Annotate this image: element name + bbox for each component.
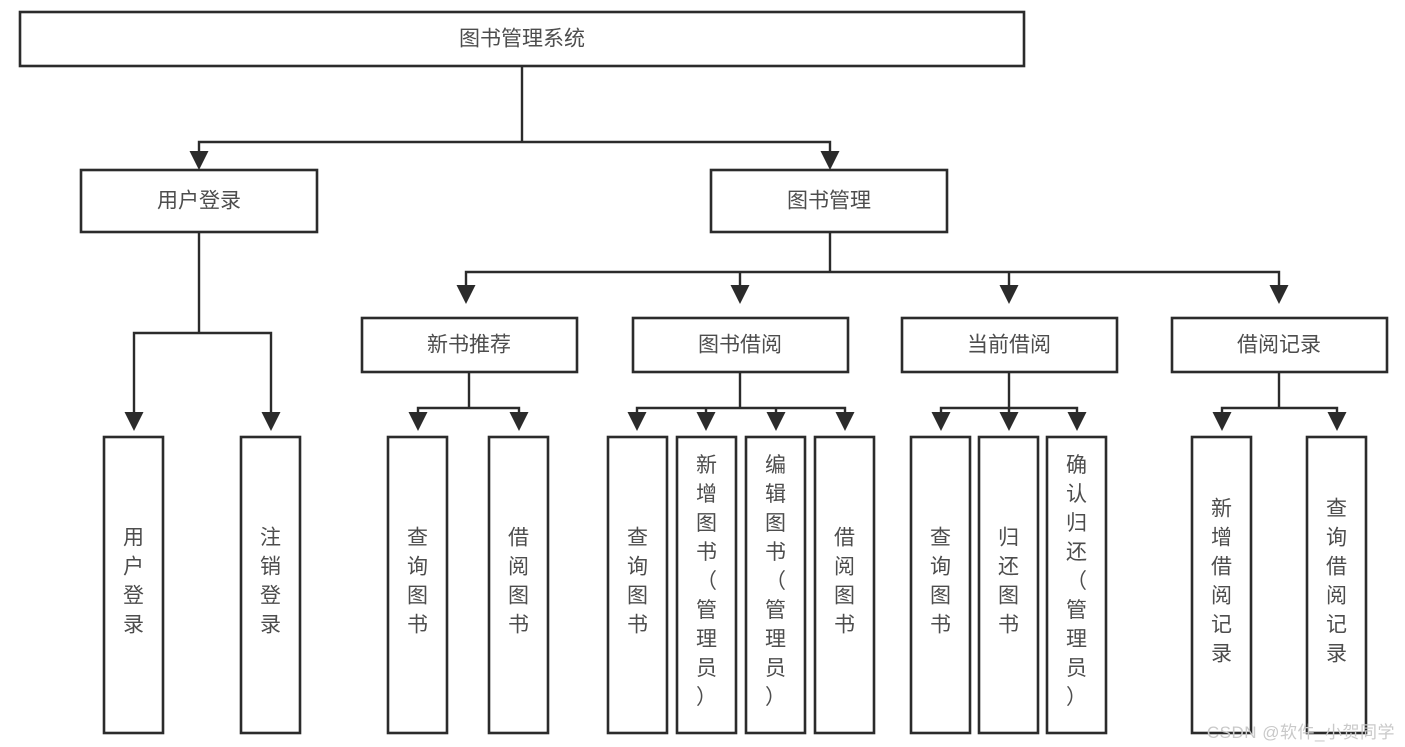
leaf-label: 新增图书（管理员） bbox=[696, 454, 717, 709]
arrowhead-bb-leaf-2 bbox=[696, 412, 716, 431]
node-root[interactable]: 图书管理系统 bbox=[18, 10, 1026, 68]
connector-user-login-bus bbox=[132, 230, 273, 414]
leaf-label: 确认归还（管理员） bbox=[1066, 454, 1087, 709]
node-book-borrow[interactable]: 图书借阅 bbox=[631, 316, 850, 374]
leaf-box bbox=[487, 435, 550, 735]
leaf-label: 用户登录 bbox=[123, 527, 144, 637]
leaf-l-logout[interactable]: 注销登录 bbox=[239, 435, 302, 735]
book-borrow-label: 图书借阅 bbox=[698, 334, 782, 357]
leaf-box bbox=[102, 435, 165, 735]
connector-current-borrow-bus bbox=[939, 370, 1079, 414]
leaf-l-borrow-book-2[interactable]: 借阅图书 bbox=[813, 435, 876, 735]
arrowhead-cb-leaf-2 bbox=[999, 412, 1019, 431]
node-new-book-rec[interactable]: 新书推荐 bbox=[360, 316, 579, 374]
arrowhead-to-logout-leaf bbox=[261, 412, 281, 431]
leaf-label: 查询借阅记录 bbox=[1326, 498, 1347, 666]
leaf-box bbox=[744, 435, 807, 735]
leaf-l-borrow-book-1[interactable]: 借阅图书 bbox=[487, 435, 550, 735]
arrowhead-to-user-login bbox=[189, 151, 209, 170]
leaf-box bbox=[813, 435, 876, 735]
leaf-box bbox=[977, 435, 1040, 735]
arrowhead-br-leaf-1 bbox=[1212, 412, 1232, 431]
book-mgmt-label: 图书管理 bbox=[787, 190, 871, 213]
leaf-box bbox=[1190, 435, 1253, 735]
leaf-l-edit-book[interactable]: 编辑图书（管理员） bbox=[744, 435, 807, 735]
book-mgmt-box bbox=[709, 168, 949, 234]
arrowhead-to-book-mgmt bbox=[820, 151, 840, 170]
connector-new-book-rec-bus bbox=[416, 370, 521, 414]
arrowhead-to-current-borrow bbox=[999, 285, 1019, 304]
leaf-l-add-book[interactable]: 新增图书（管理员） bbox=[675, 435, 738, 735]
arrowhead-nbr-leaf-1 bbox=[408, 412, 428, 431]
leaf-l-query-book-3[interactable]: 查询图书 bbox=[909, 435, 972, 735]
arrowhead-to-borrow-record bbox=[1269, 285, 1289, 304]
leaf-l-query-book-1[interactable]: 查询图书 bbox=[386, 435, 449, 735]
leaf-label: 查询图书 bbox=[627, 527, 648, 637]
leaf-label: 查询图书 bbox=[930, 527, 951, 637]
leaf-label: 借阅图书 bbox=[834, 527, 855, 637]
leaf-box bbox=[606, 435, 669, 735]
arrowhead-to-book-borrow bbox=[730, 285, 750, 304]
book-borrow-box bbox=[631, 316, 850, 374]
arrowhead-bb-leaf-1 bbox=[627, 412, 647, 431]
leaf-box bbox=[239, 435, 302, 735]
leaf-l-add-record[interactable]: 新增借阅记录 bbox=[1190, 435, 1253, 735]
leaf-box bbox=[675, 435, 738, 735]
current-borrow-box bbox=[900, 316, 1119, 374]
arrowhead-bb-leaf-3 bbox=[766, 412, 786, 431]
connector-layer bbox=[124, 64, 1347, 431]
arrowhead-cb-leaf-1 bbox=[931, 412, 951, 431]
leaf-label: 注销登录 bbox=[260, 527, 281, 637]
connector-book-mgmt-bus bbox=[464, 230, 1281, 287]
leaf-label: 查询图书 bbox=[407, 527, 428, 637]
root-label: 图书管理系统 bbox=[459, 28, 585, 51]
leaf-l-return-book[interactable]: 归还图书 bbox=[977, 435, 1040, 735]
root-box bbox=[18, 10, 1026, 68]
leaf-box bbox=[1045, 435, 1108, 735]
leaf-l-user-login[interactable]: 用户登录 bbox=[102, 435, 165, 735]
leaf-l-confirm-return[interactable]: 确认归还（管理员） bbox=[1045, 435, 1108, 735]
connector-book-borrow-bus bbox=[635, 370, 847, 414]
user-login-box bbox=[79, 168, 319, 234]
leaf-l-query-book-2[interactable]: 查询图书 bbox=[606, 435, 669, 735]
arrowhead-to-user-login-leaf bbox=[124, 412, 144, 431]
leaf-box bbox=[909, 435, 972, 735]
leaf-l-query-record[interactable]: 查询借阅记录 bbox=[1305, 435, 1368, 735]
leaf-label: 借阅图书 bbox=[508, 527, 529, 637]
connector-root-bus bbox=[197, 64, 832, 153]
node-borrow-record[interactable]: 借阅记录 bbox=[1170, 316, 1389, 374]
leaf-box bbox=[386, 435, 449, 735]
current-borrow-label: 当前借阅 bbox=[967, 334, 1051, 357]
arrowhead-br-leaf-2 bbox=[1327, 412, 1347, 431]
leaf-label: 新增借阅记录 bbox=[1211, 498, 1232, 666]
node-user-login[interactable]: 用户登录 bbox=[79, 168, 319, 234]
connector-borrow-record-bus bbox=[1220, 370, 1339, 414]
user-login-label: 用户登录 bbox=[157, 190, 241, 213]
arrowhead-bb-leaf-4 bbox=[835, 412, 855, 431]
leaf-box bbox=[1305, 435, 1368, 735]
leaf-layer: 用户登录 注销登录 查询图书 借阅图书 查询图书 新增图书（管理员） 编辑图书（管理员） 借阅… bbox=[102, 435, 1368, 735]
arrowhead-cb-leaf-3 bbox=[1067, 412, 1087, 431]
node-current-borrow[interactable]: 当前借阅 bbox=[900, 316, 1119, 374]
leaf-label: 编辑图书（管理员） bbox=[765, 454, 786, 709]
borrow-record-box bbox=[1170, 316, 1389, 374]
node-book-mgmt[interactable]: 图书管理 bbox=[709, 168, 949, 234]
arrowhead-nbr-leaf-2 bbox=[509, 412, 529, 431]
new-book-rec-box bbox=[360, 316, 579, 374]
arrowhead-to-new-book-rec bbox=[456, 285, 476, 304]
borrow-record-label: 借阅记录 bbox=[1237, 334, 1321, 357]
leaf-label: 归还图书 bbox=[998, 527, 1019, 637]
new-book-rec-label: 新书推荐 bbox=[427, 334, 511, 357]
